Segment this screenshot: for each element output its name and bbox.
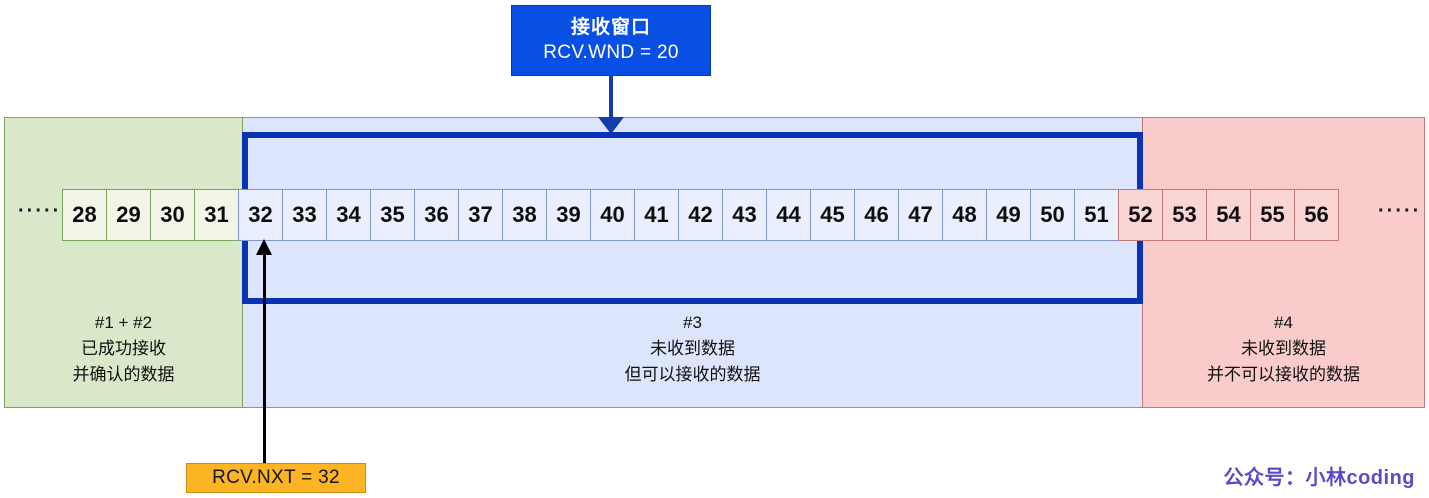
sequence-cell: 52 xyxy=(1118,189,1163,241)
sequence-cell: 44 xyxy=(766,189,811,241)
callout-value: RCV.WND = 20 xyxy=(543,41,679,63)
callout-title: 接收窗口 xyxy=(570,17,651,39)
section-caption-received: #1 + #2 已成功接收 并确认的数据 xyxy=(72,313,175,384)
section-panel-receivable: #3 未收到数据 但可以接收的数据 xyxy=(243,117,1142,408)
ellipsis-left: ····· xyxy=(18,200,62,222)
sequence-cell: 51 xyxy=(1074,189,1119,241)
sequence-cell: 45 xyxy=(810,189,855,241)
sequence-cell: 37 xyxy=(458,189,503,241)
sequence-cell: 43 xyxy=(722,189,767,241)
sequence-cell: 33 xyxy=(282,189,327,241)
sequence-cell: 50 xyxy=(1030,189,1075,241)
callout-arrow-shaft xyxy=(609,76,613,123)
watermark: 公众号：小林coding xyxy=(1223,467,1415,489)
sequence-cell: 32 xyxy=(238,189,283,241)
sequence-cell: 49 xyxy=(986,189,1031,241)
sequence-cell: 41 xyxy=(634,189,679,241)
sequence-cell: 30 xyxy=(150,189,195,241)
sequence-cell: 56 xyxy=(1294,189,1339,241)
sequence-cell: 48 xyxy=(942,189,987,241)
receive-window-callout-box: 接收窗口 RCV.WND = 20 xyxy=(511,5,711,76)
rcv-nxt-badge: RCV.NXT = 32 xyxy=(186,463,366,493)
section-caption-receivable: #3 未收到数据 但可以接收的数据 xyxy=(624,313,761,384)
down-arrow-icon xyxy=(598,117,624,134)
sequence-cell: 54 xyxy=(1206,189,1251,241)
section-panel-not-receivable: #4 未收到数据 并不可以接收的数据 xyxy=(1142,117,1425,408)
sequence-cell: 46 xyxy=(854,189,899,241)
sequence-cell: 47 xyxy=(898,189,943,241)
section-caption-not-receivable: #4 未收到数据 并不可以接收的数据 xyxy=(1207,313,1360,384)
sequence-cell: 40 xyxy=(590,189,635,241)
section-panel-received: #1 + #2 已成功接收 并确认的数据 xyxy=(4,117,243,408)
up-arrow-icon xyxy=(256,239,272,255)
sequence-cell: 39 xyxy=(546,189,591,241)
sequence-cell: 34 xyxy=(326,189,371,241)
sequence-cell: 36 xyxy=(414,189,459,241)
ellipsis-right: ····· xyxy=(1378,200,1422,222)
rcv-nxt-arrow-shaft xyxy=(263,250,266,463)
sequence-cell: 55 xyxy=(1250,189,1295,241)
sequence-cell: 28 xyxy=(62,189,107,241)
sequence-cell: 31 xyxy=(194,189,239,241)
sequence-cell: 53 xyxy=(1162,189,1207,241)
sequence-cell: 38 xyxy=(502,189,547,241)
sequence-cell: 35 xyxy=(370,189,415,241)
sequence-cell: 42 xyxy=(678,189,723,241)
sequence-cell: 29 xyxy=(106,189,151,241)
